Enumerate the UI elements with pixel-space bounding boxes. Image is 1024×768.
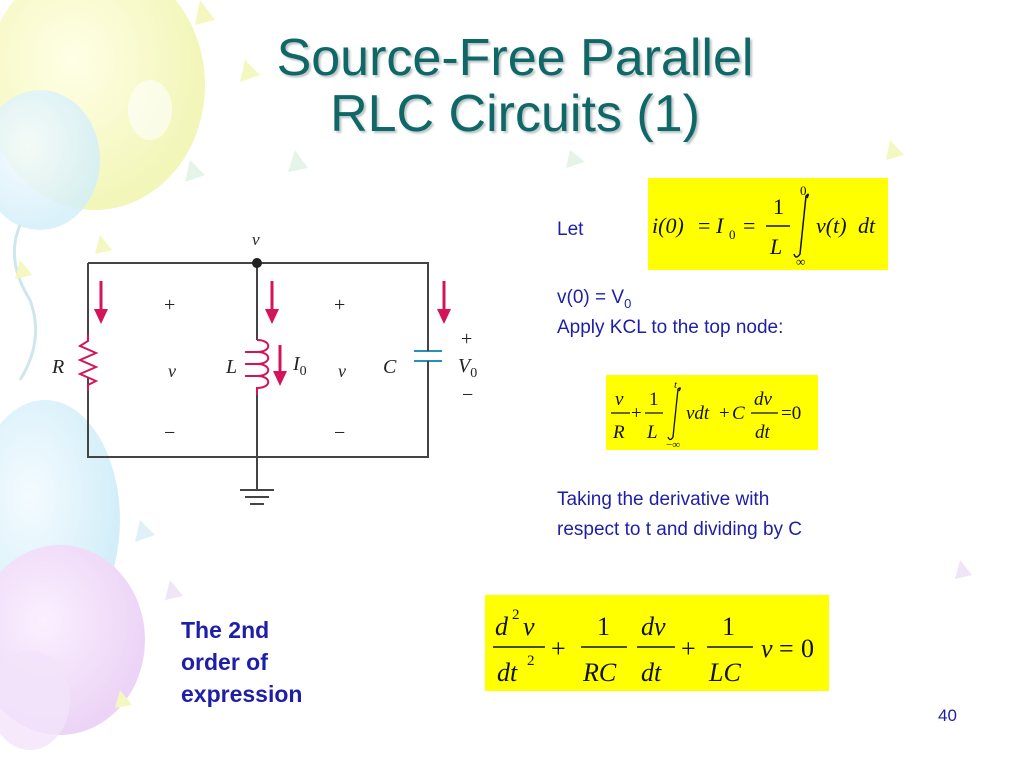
page-number: 40 [938,706,957,725]
eq1-I-sub: 0 [729,227,736,242]
title-line-2: RLC Circuits (1) [330,85,700,143]
eq3-plus-2: + [681,634,696,663]
eq1-dt: dt [858,213,876,238]
eq1-equals-1: = [698,213,710,238]
current-label-sub: 0 [300,364,307,379]
slide-title: Source-Free Parallel RLC Circuits (1) [120,30,910,142]
eq3-d: d [495,612,509,641]
capacitor-label: C [383,356,397,378]
eq2-R: R [612,422,625,443]
plus-right: + [461,328,472,350]
minus-left: − [164,422,175,444]
v-left: v [168,361,176,381]
eq1-denominator: L [769,234,782,259]
eq1-equals-2: = [743,213,755,238]
eq3-zero: 0 [801,634,814,663]
second-order-equation: d 2 v dt 2 + 1 RC dv dt + 1 LC v = 0 [485,595,829,691]
title-line-1: Source-Free Parallel [276,29,754,87]
initial-voltage-line: v(0) = V0 [557,286,631,316]
eq1-vt: v(t) [816,213,847,238]
current-arrow-i0 [273,345,287,386]
eq1-lhs: i(0) [652,213,684,238]
minus-mid: − [334,422,345,444]
eq1-lower-limit: ∞ [796,254,805,269]
current-arrow-l-left [265,281,279,324]
initial-current-equation: i(0) = I 0 = 1 L 0 ∞ v(t) dt [648,178,888,270]
let-label: Let [557,219,584,240]
note-line-3: expression [181,681,303,707]
integral-sign-2 [667,387,681,441]
eq3-LC: LC [708,658,741,687]
node-label: v [252,230,260,249]
current-arrow-r [94,281,108,324]
eq2-C: C [732,403,745,424]
eq3-dt: dt [641,658,662,687]
eq2-plus-1: + [631,403,642,424]
resistor-label: R [51,356,64,378]
initial-voltage-main: v(0) = V [557,287,625,308]
eq2-L: L [646,422,658,443]
note-line-2: order of [181,649,268,675]
inductor-symbol [244,339,270,395]
eq3-RC: RC [582,658,617,687]
initial-voltage-sub: 0 [624,295,632,311]
derivative-instruction: Taking the derivative with respect to t … [557,488,802,542]
integral-sign-1 [793,193,810,258]
eq3-one-1: 1 [597,612,610,641]
eq3-v-num: v [523,612,535,641]
eq2-vdt: vdt [686,403,710,424]
voltage-label-sub: 0 [470,366,477,381]
eq1-I: I [715,213,725,238]
current-label-main: I [292,353,301,375]
svg-text:i(0): i(0) [652,213,684,238]
eq2-plus-2: + [719,403,730,424]
v-mid: v [338,361,346,381]
voltage-label: V0 [458,355,477,381]
derivative-line-2: respect to t and dividing by C [557,519,803,540]
eq2-dt: dt [755,422,771,443]
minus-right: − [462,384,473,406]
ground-symbol [240,489,274,505]
inductor-label: L [225,356,237,378]
kcl-instruction: Apply KCL to the top node: [557,317,784,338]
eq1-numerator: 1 [773,194,784,219]
eq2-lower-limit: −∞ [666,439,680,450]
capacitor-symbol [414,335,442,377]
eq3-dv: dv [641,612,666,641]
resistor-symbol [77,335,99,391]
eq2-upper-limit: t [674,379,678,391]
second-order-note: The 2nd order of expression [181,614,302,710]
eq3-sup-num: 2 [512,607,520,623]
eq2-v: v [615,389,624,410]
eq3-v: v [761,634,773,663]
top-node-dot [252,258,262,268]
eq3-sup-den: 2 [527,653,535,669]
eq3-one-2: 1 [722,612,735,641]
eq3-equals: = [779,634,794,663]
current-arrow-c [437,281,451,324]
eq3-dt2: dt [497,658,518,687]
eq2-equals-zero: =0 [781,403,801,424]
eq2-dv: dv [754,389,773,410]
plus-mid: + [334,294,345,316]
voltage-label-main: V [458,355,473,377]
note-line-1: The 2nd [181,617,270,643]
eq3-plus-1: + [551,634,566,663]
eq1-upper-limit: 0 [800,183,807,198]
eq2-one: 1 [649,389,659,410]
current-label: I0 [292,353,307,379]
plus-left: + [164,294,175,316]
kcl-equation: v R + 1 L t −∞ vdt + C dv dt =0 [606,375,818,450]
rlc-circuit-diagram: v R + v − L I0 + v − C + V0 − [51,230,477,505]
derivative-line-1: Taking the derivative with [557,489,770,510]
